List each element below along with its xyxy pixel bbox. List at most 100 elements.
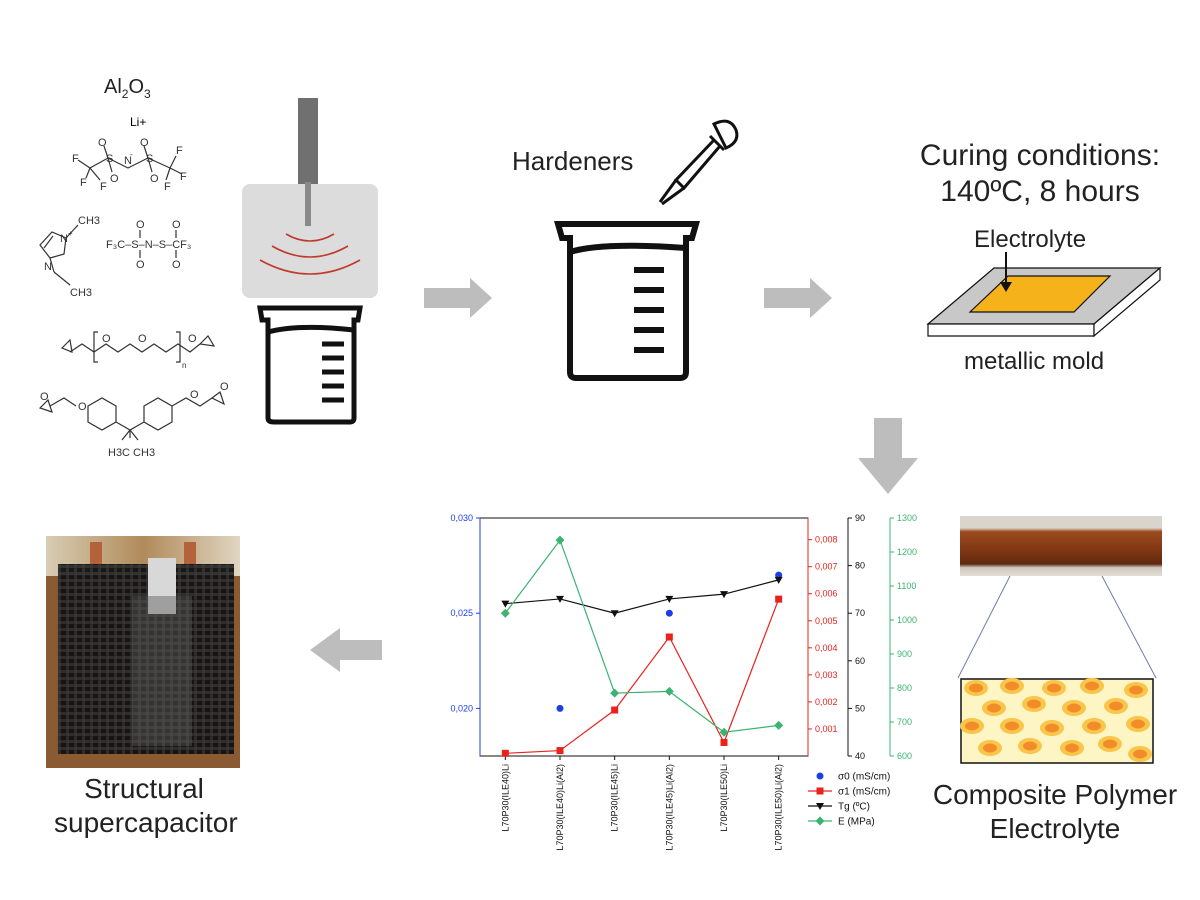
x-tick-label: L70P30(ILE45)Li [610,764,620,832]
properties-chart: 0,0200,0250,0300,0010,0020,0030,0040,005… [450,513,917,851]
particle-core [1109,701,1123,711]
svg-text:O: O [136,259,145,271]
legend-label: σ0 (mS/cm) [838,772,890,783]
sonicator-tip [305,182,311,226]
data-point-series-3 [610,688,620,698]
particle-core [1047,683,1061,693]
axis-tick-label-right3: 600 [897,751,912,761]
axis-tick-label-right1: 0,005 [815,616,838,626]
cpe-sample-photo [960,516,1162,576]
svg-text:F: F [176,145,183,157]
data-point-series-0 [775,571,783,579]
arrow-right-1 [424,278,492,318]
arrow-right-2 [764,278,832,318]
curing-title-line1: Curing conditions: [919,139,1161,172]
particle-core [983,743,997,753]
axis-tick-label-left: 0,030 [450,513,473,523]
legend-marker [816,772,824,780]
svg-text:O: O [188,333,197,345]
particle-core [1085,681,1099,691]
data-point-series-1 [611,706,619,714]
data-point-series-0 [665,609,673,617]
svg-text:O: O [220,381,229,393]
series-line-1 [505,598,780,754]
metallic-mold [926,252,1162,338]
legend-label: Tg (ºC) [838,802,870,813]
plot-frame [479,517,809,757]
particle-core [965,721,979,731]
particle-core [1045,723,1059,733]
mold-label: metallic mold [964,348,1105,375]
axis-tick-label-right1: 0,004 [815,643,838,653]
axis-tick-label-right3: 1000 [897,615,917,625]
svg-text:F: F [72,153,79,165]
data-point-series-2 [774,576,783,584]
axis-tick-label-right1: 0,001 [815,724,838,734]
svg-text:N: N [60,233,68,245]
axis-tick-label-right3: 900 [897,649,912,659]
legend-marker [816,803,824,810]
arrow-left [310,628,382,672]
svg-text:n: n [182,361,186,370]
beaker-2 [554,221,700,381]
svg-text:O: O [172,219,181,231]
axis-tick-label-right3: 700 [897,717,912,727]
particle-core [1087,721,1101,731]
particle-core [1065,743,1079,753]
dropper-icon [658,119,739,206]
svg-text:O: O [78,401,87,413]
peg-diglycidyl-structure [60,331,216,363]
svg-text:O: O [102,333,111,345]
series-line-3 [504,538,779,733]
methyl-label: CH3 [78,215,100,227]
particle-core [1005,721,1019,731]
data-point-series-2 [665,595,674,603]
supercapacitor-photo [46,536,240,768]
axis-tick-label-right2: 90 [855,513,865,523]
particle-core [1129,685,1143,695]
particle-core [1133,749,1147,759]
data-point-series-2 [720,591,728,599]
data-point-series-3 [500,608,510,618]
axis-tick-label-right2: 50 [855,703,865,713]
svg-text:S: S [106,153,113,165]
svg-text:F₃C–S–N–S–CF₃: F₃C–S–N–S–CF₃ [106,239,191,251]
axis-tick-label-right1: 0,008 [815,535,838,545]
beaker-2-graduations [634,267,664,353]
svg-text:-: - [130,150,133,159]
svg-text:F: F [80,177,87,189]
particle-core [969,683,983,693]
svg-text:O: O [172,259,181,271]
zoom-lines [957,575,1157,679]
svg-text:O: O [40,391,49,403]
svg-text:F: F [180,171,187,183]
data-point-series-1 [556,747,564,755]
legend-marker [815,816,825,826]
legend-marker [816,787,824,795]
particle-core [1067,703,1081,713]
data-point-series-2 [556,595,564,603]
curing-title: Curing conditions: 140ºC, 8 hours [900,138,1180,210]
svg-text:O: O [190,389,199,401]
ultrasonic-mixer [242,98,378,425]
data-point-series-0 [556,704,564,712]
svg-text:O: O [138,333,147,345]
axis-tick-label-right3: 1300 [897,513,917,523]
axis-tick-label-right3: 800 [897,683,912,693]
axis-tick-label-left: 0,025 [450,608,473,618]
series-line-2 [505,579,779,614]
data-point-series-2 [501,600,510,608]
svg-text:F: F [100,181,107,193]
data-point-series-1 [501,749,509,757]
axis-tick-label-left: 0,020 [450,703,473,713]
axis-tick-label-right1: 0,002 [815,697,838,707]
electrolyte-label: Electrolyte [974,226,1087,253]
svg-text:N: N [124,155,132,167]
hardeners-label: Hardeners [512,146,634,176]
svg-text:N: N [44,261,52,273]
axis-tick-label-right3: 1100 [897,581,916,591]
data-point-series-2 [610,610,619,618]
legend-label: E (MPa) [838,817,875,828]
